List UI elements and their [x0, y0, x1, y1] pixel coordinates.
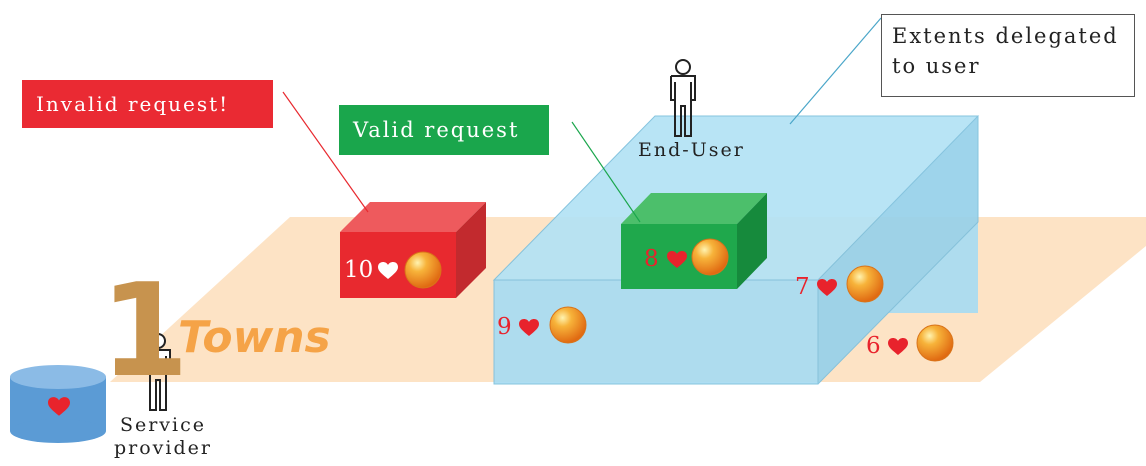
orange-sphere-icon: [916, 324, 954, 362]
end-user-label: End-User: [638, 139, 745, 161]
orange-sphere-icon: [404, 251, 442, 289]
valid-request-callout: Valid request: [339, 105, 549, 155]
invalid-request-callout: Invalid request!: [22, 80, 273, 128]
service-provider-line-2: provider: [114, 437, 212, 459]
service-provider-label: Service provider: [108, 414, 218, 460]
feature-number-10: 10: [344, 257, 374, 283]
orange-sphere-icon: [691, 238, 729, 276]
extents-volume: [492, 115, 980, 385]
feature-number-6: 6: [866, 333, 881, 359]
invalid-leader-line: [282, 91, 369, 213]
service-provider-line-1: Service: [119, 414, 207, 436]
valid-leader-line: [571, 121, 641, 223]
orange-sphere-icon: [846, 265, 884, 303]
extents-callout: Extents delegated to user: [881, 14, 1135, 97]
orange-sphere-icon: [549, 306, 587, 344]
towns-label: Towns: [178, 312, 331, 363]
region-digit: 1: [100, 257, 190, 406]
feature-number-9: 9: [497, 314, 512, 340]
extents-line-2: to user: [892, 54, 981, 78]
valid-request-box: [621, 193, 767, 289]
extents-leader-line: [789, 17, 882, 125]
feature-number-8: 8: [644, 246, 659, 272]
feature-number-7: 7: [795, 274, 810, 300]
extents-line-1: Extents delegated: [892, 24, 1119, 48]
